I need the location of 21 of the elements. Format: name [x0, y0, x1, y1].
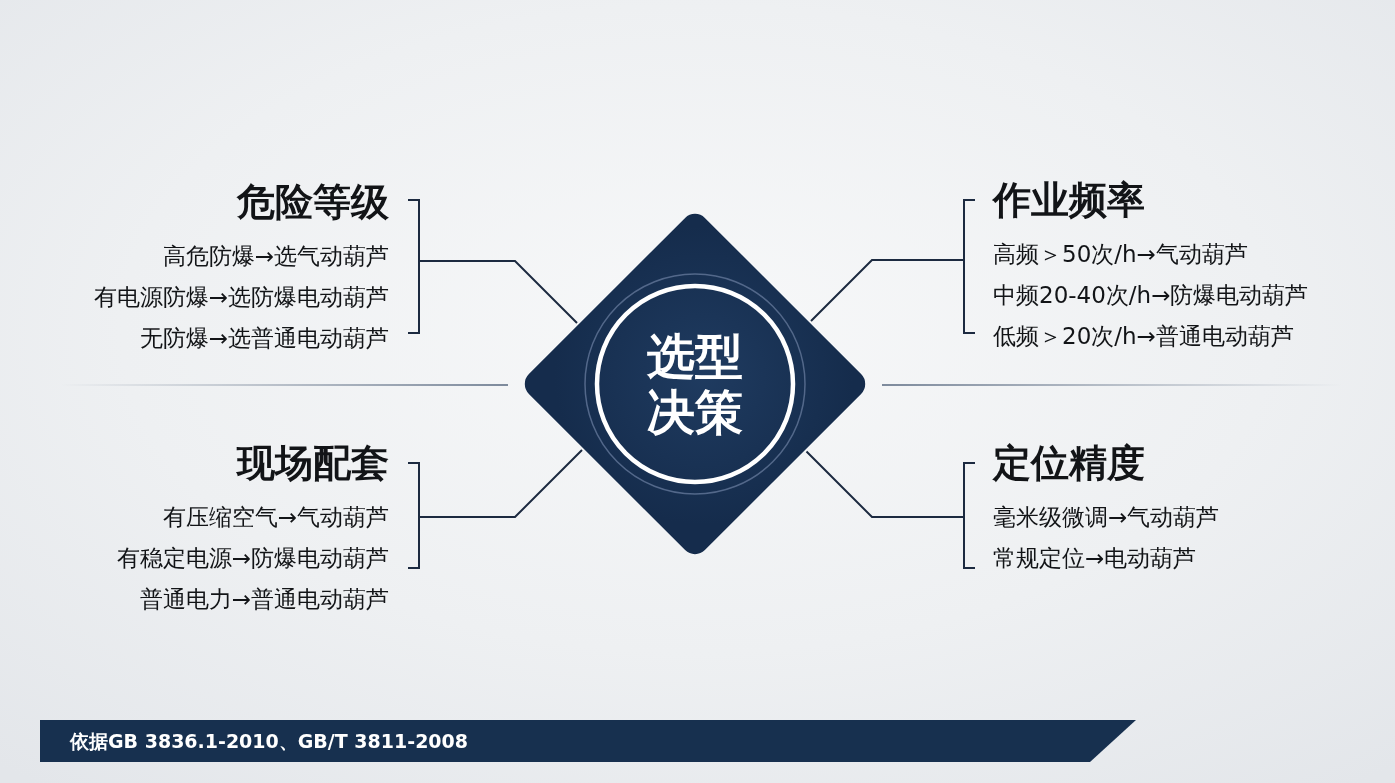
- connector-line: [805, 450, 964, 518]
- node-label: 选型决策: [646, 328, 744, 440]
- rule-text: 常规定位→电动葫芦: [993, 544, 1197, 573]
- rule-text: 高频＞50次/h→气动葫芦: [993, 240, 1248, 269]
- connector-line: [810, 259, 964, 322]
- rule-text: 普通电力→普通电动葫芦: [139, 585, 389, 614]
- rule-text: 有稳定电源→防爆电动葫芦: [116, 544, 389, 573]
- connector-line: [419, 260, 578, 324]
- group-heading: 危险等级: [237, 179, 389, 226]
- rule-text: 低频＞20次/h→普通电动葫芦: [993, 322, 1294, 351]
- rule-text: 无防爆→选普通电动葫芦: [139, 324, 389, 353]
- rule-text: 中频20-40次/h→防爆电动葫芦: [993, 281, 1309, 310]
- rule-text: 有电源防爆→选防爆电动葫芦: [93, 283, 389, 312]
- rule-text: 毫米级微调→气动葫芦: [993, 503, 1220, 532]
- group-heading: 定位精度: [993, 440, 1145, 487]
- connector-line: [419, 449, 583, 518]
- group-heading: 作业频率: [993, 177, 1145, 224]
- source-note: 依据GB 3836.1-2010、GB/T 3811-2008: [70, 729, 469, 754]
- group-heading: 现场配套: [237, 440, 389, 487]
- rule-text: 高危防爆→选气动葫芦: [162, 242, 389, 271]
- rule-text: 有压缩空气→气动葫芦: [162, 503, 389, 532]
